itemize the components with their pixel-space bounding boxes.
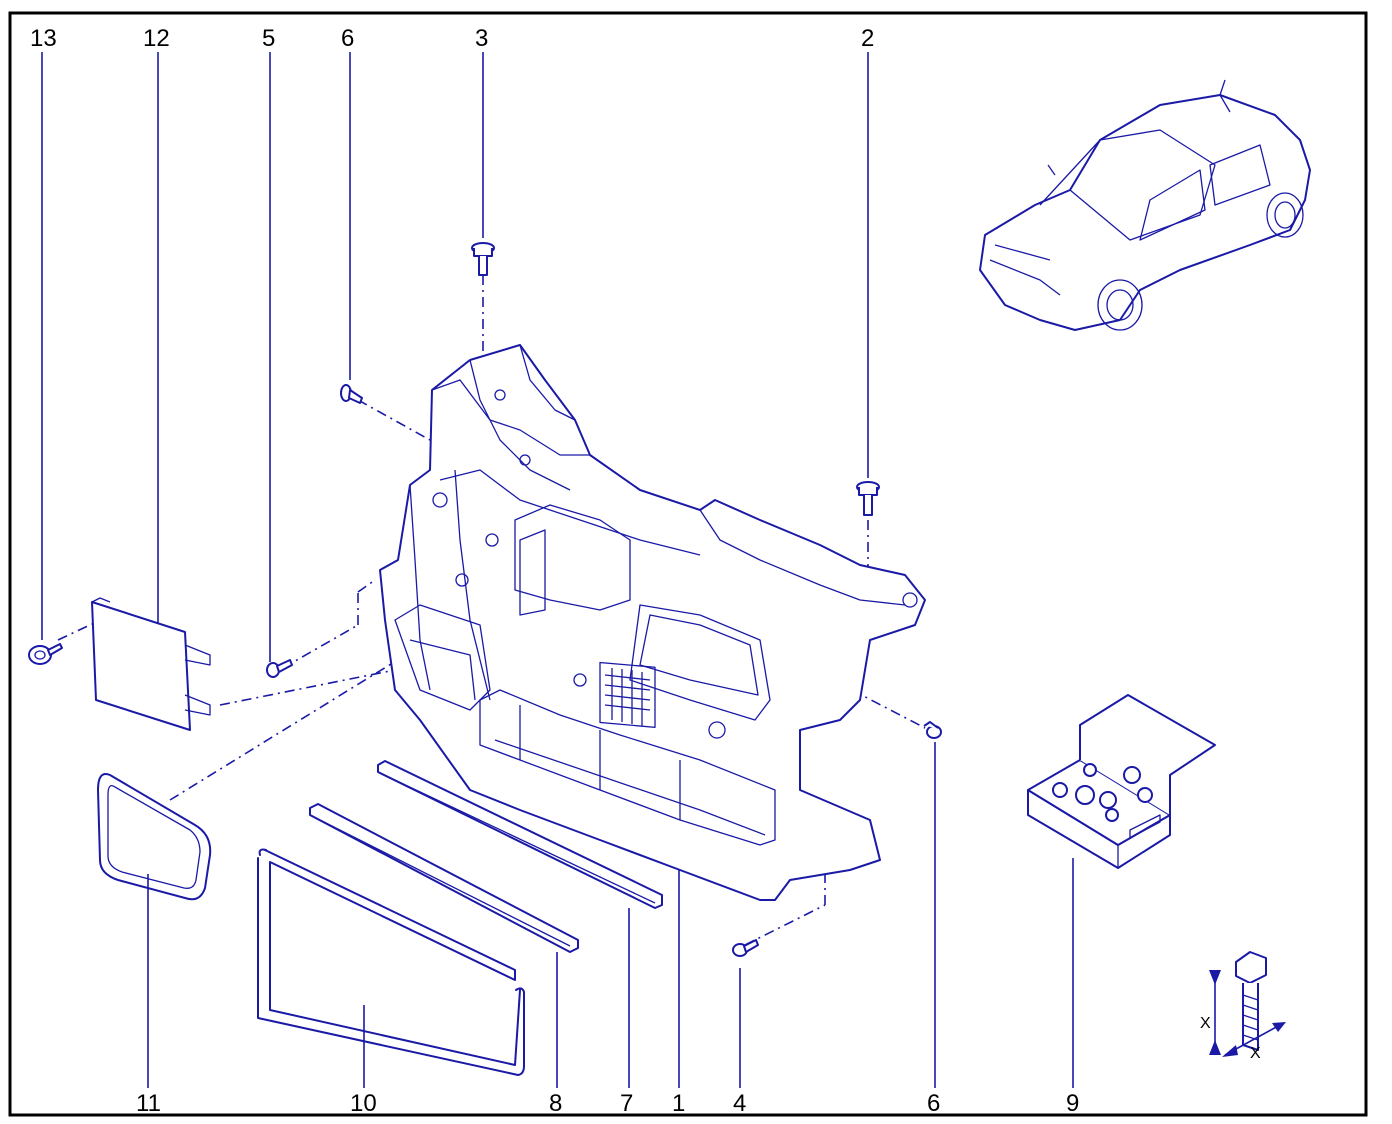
kit-fasteners [1052,763,1153,822]
callout-5: 5 [262,25,275,52]
mesh-grille [604,668,651,726]
clip-13 [28,643,63,665]
bolt-3 [471,242,495,276]
callout-12: 12 [143,25,170,52]
torque-letter-x-horizontal: X [1250,1045,1261,1062]
callout-4: 4 [733,1090,746,1117]
foam-strip-8 [309,803,579,953]
callout-13: 13 [30,25,57,52]
seal-strip-10 [257,848,525,1076]
bolt-5 [266,659,293,678]
cover-plate-12 [91,597,211,731]
front-end-carrier [379,344,926,901]
bolt-2 [856,481,880,516]
callout-6-top: 6 [341,25,354,52]
car-thumbnail [979,79,1311,331]
callout-11: 11 [136,1090,161,1117]
torque-letter-x-vertical: X [1200,1015,1211,1032]
bolt-4 [732,939,759,957]
callout-3: 3 [475,25,488,52]
parts-kit-box [1027,694,1216,869]
callout-9: 9 [1066,1090,1079,1117]
callout-2: 2 [861,25,874,52]
seal-frame-11 [97,773,212,901]
callout-6-bottom: 6 [927,1090,940,1117]
leader-lines [41,52,1074,1088]
diagram-frame [8,11,1368,1117]
callout-10: 10 [350,1090,377,1117]
bolt-torque-symbol: X X [1200,951,1286,1062]
callout-1: 1 [672,1090,685,1117]
foam-strip-7 [377,760,663,909]
callout-7: 7 [620,1090,633,1117]
bolt-6-upper [340,384,363,404]
callout-8: 8 [549,1090,562,1117]
bolt-6-lower [923,721,942,739]
